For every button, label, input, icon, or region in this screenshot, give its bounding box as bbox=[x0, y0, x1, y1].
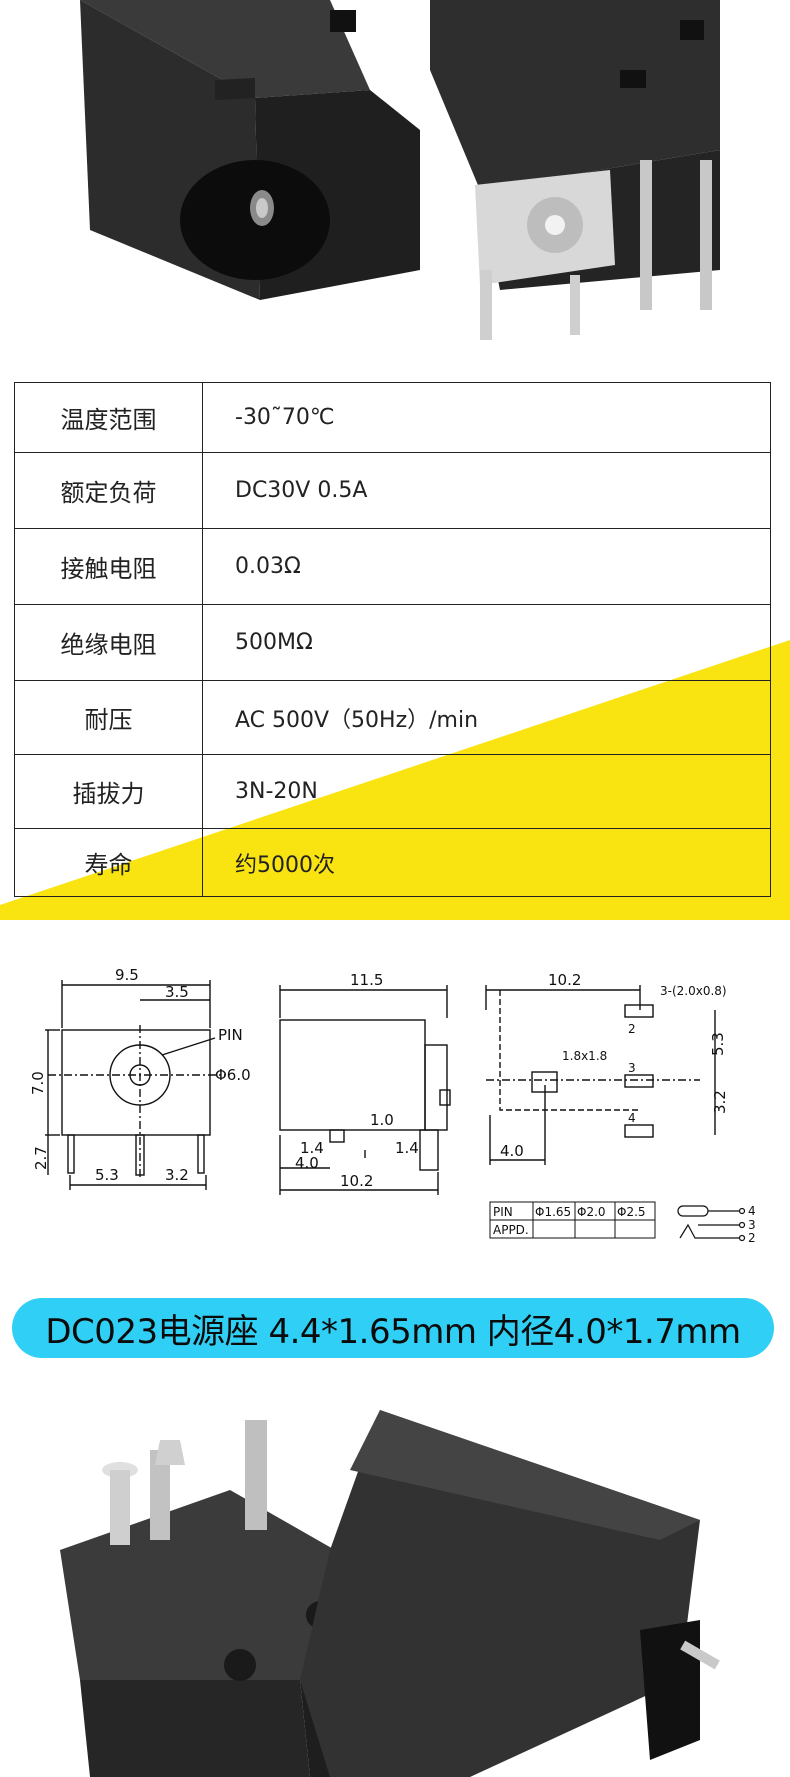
pin-number: 2 bbox=[628, 1022, 636, 1036]
spec-value: 约5000次 bbox=[235, 852, 335, 878]
spec-row: 额定负荷 DC30V 0.5A bbox=[15, 453, 770, 529]
dim-side-d5: 10.2 bbox=[340, 1172, 373, 1190]
dim-pcb-h1: 4.0 bbox=[500, 1142, 524, 1160]
spec-row: 耐压 AC 500V（50Hz）/min bbox=[15, 681, 770, 755]
pin-table-cell: APPD. bbox=[493, 1223, 529, 1237]
product-photo-bottom bbox=[0, 1380, 790, 1777]
spec-value: 500MΩ bbox=[235, 630, 313, 655]
dim-front-width: 9.5 bbox=[115, 966, 139, 984]
spec-value: 3N-20N bbox=[235, 779, 318, 804]
spec-label: 寿命 bbox=[15, 829, 203, 896]
dim-front-inner: 3.5 bbox=[165, 983, 189, 1001]
dim-front-left: 5.3 bbox=[95, 1166, 119, 1184]
dim-side-d3: 1.4 bbox=[395, 1139, 419, 1157]
dim-side-d1: 1.0 bbox=[370, 1111, 394, 1129]
yellow-accent-stripe bbox=[0, 640, 790, 920]
spec-label: 耐压 bbox=[15, 681, 203, 754]
product-photo-top bbox=[0, 0, 790, 350]
pin-table-cell: Φ1.65 bbox=[535, 1205, 571, 1219]
dim-front-right: 3.2 bbox=[165, 1166, 189, 1184]
schematic-pin: 4 bbox=[748, 1204, 756, 1218]
side-view: 11.5 1.0 1.4 1.4 4.0 10.2 bbox=[279, 971, 451, 1195]
spec-row: 温度范围 -30˜70℃ bbox=[15, 383, 770, 453]
schematic-symbol: 4 3 2 bbox=[677, 1204, 756, 1245]
spec-label: 接触电阻 bbox=[15, 529, 203, 604]
front-view: 9.5 3.5 7.0 2.7 PIN Φ6.0 5.3 3.2 bbox=[29, 966, 251, 1190]
spec-label: 插拔力 bbox=[15, 755, 203, 828]
spec-value: AC 500V（50Hz）/min bbox=[235, 707, 479, 733]
dim-side-length: 11.5 bbox=[350, 971, 383, 989]
dim-pcb-length: 10.2 bbox=[548, 971, 581, 989]
dim-pcb-v2: 3.2 bbox=[711, 1090, 729, 1114]
pin-number: 4 bbox=[628, 1111, 636, 1125]
spec-row: 寿命 约5000次 bbox=[15, 829, 770, 896]
spec-row: 接触电阻 0.03Ω bbox=[15, 529, 770, 605]
spec-row: 插拔力 3N-20N bbox=[15, 755, 770, 829]
pin-number: 3 bbox=[628, 1061, 636, 1075]
dim-front-pin-len: 2.7 bbox=[32, 1146, 50, 1170]
spec-value: -30˜70℃ bbox=[235, 405, 335, 430]
dim-pcb-v1: 5.3 bbox=[709, 1032, 727, 1056]
dim-pcb-slot: 3-(2.0x0.8) bbox=[660, 984, 727, 998]
spec-label: 额定负荷 bbox=[15, 453, 203, 528]
dim-front-pin-label: PIN bbox=[218, 1026, 243, 1044]
dim-side-d4: 4.0 bbox=[295, 1154, 319, 1172]
product-title-banner: DC023电源座 4.4*1.65mm 内径4.0*1.7mm bbox=[12, 1298, 774, 1358]
spec-label: 温度范围 bbox=[15, 383, 203, 452]
banner-text: DC023电源座 4.4*1.65mm 内径4.0*1.7mm bbox=[45, 1311, 741, 1352]
spec-row: 绝缘电阻 500MΩ bbox=[15, 605, 770, 681]
dim-side-d2: 1.4 bbox=[300, 1139, 324, 1157]
spec-table: 温度范围 -30˜70℃ 额定负荷 DC30V 0.5A 接触电阻 0.03Ω … bbox=[14, 382, 771, 897]
pin-table-cell: Φ2.0 bbox=[577, 1205, 606, 1219]
dim-pcb-hole: 1.8x1.8 bbox=[562, 1049, 607, 1063]
dim-front-diameter: Φ6.0 bbox=[215, 1066, 251, 1084]
spec-value: DC30V 0.5A bbox=[235, 478, 368, 503]
spec-value: 0.03Ω bbox=[235, 554, 301, 579]
schematic-pin: 2 bbox=[748, 1231, 756, 1245]
dimension-drawing: 9.5 3.5 7.0 2.7 PIN Φ6.0 5.3 3.2 11.5 1.… bbox=[29, 966, 756, 1245]
dim-front-height: 7.0 bbox=[29, 1071, 47, 1095]
pin-table-cell: PIN bbox=[493, 1205, 513, 1219]
pin-table: PIN Φ1.65 Φ2.0 Φ2.5 APPD. bbox=[489, 1201, 656, 1239]
pin-table-cell: Φ2.5 bbox=[617, 1205, 646, 1219]
pcb-footprint: 10.2 3-(2.0x0.8) 1.8x1.8 5.3 3.2 4.0 2 3… bbox=[485, 971, 729, 1165]
spec-label: 绝缘电阻 bbox=[15, 605, 203, 680]
schematic-pin: 3 bbox=[748, 1218, 756, 1232]
